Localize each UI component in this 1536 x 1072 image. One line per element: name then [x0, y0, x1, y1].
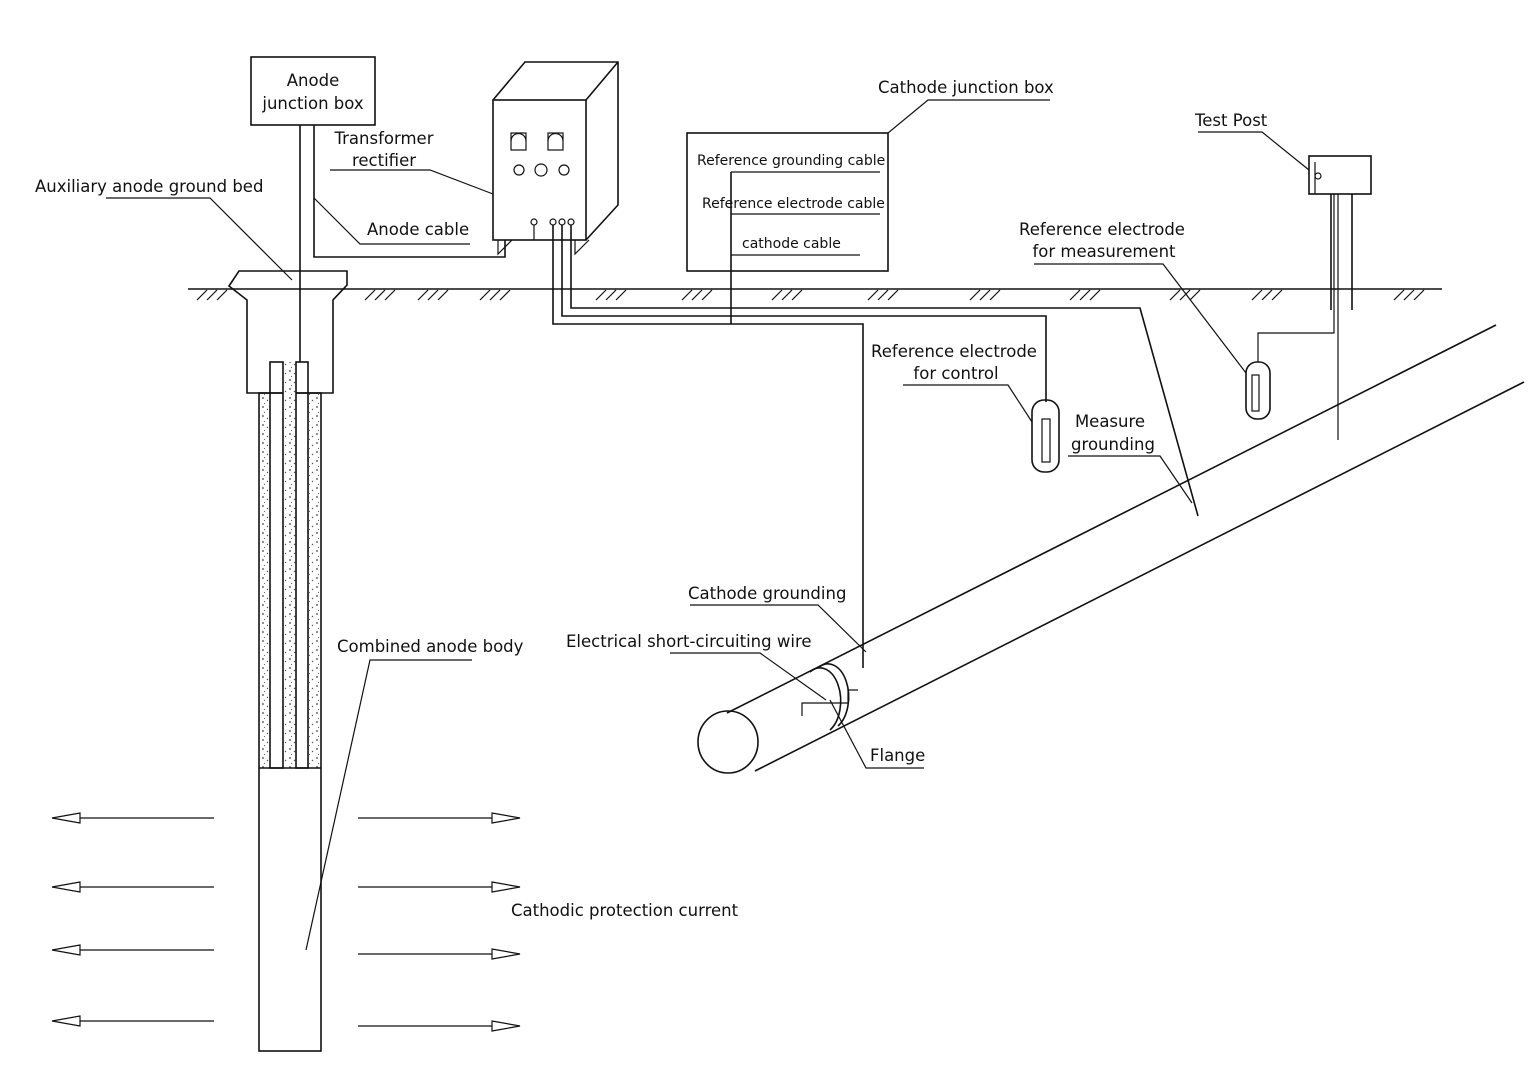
gravel-backfill-left: [260, 394, 270, 768]
arrow-left-icon: [51, 944, 81, 956]
flange-ring: [817, 663, 850, 727]
flange-callout: Flange: [829, 699, 925, 769]
arrow-left-icon: [51, 1015, 81, 1027]
arrow-right-icon: [491, 1020, 521, 1032]
reference-electrode-control-label-line2: for control: [913, 364, 998, 383]
gravel-backfill-right: [308, 394, 320, 768]
knob-icon: [534, 163, 548, 177]
arrow-left-icon: [51, 812, 81, 824]
transformer-rectifier-label-line2: rectifier: [352, 151, 416, 170]
rectifier-output-cables: [552, 172, 1199, 668]
reference-electrode-control-callout: Reference electrode for control: [871, 342, 1037, 423]
anode-junction-box: Anode junction box: [250, 56, 376, 126]
anode-junction-box-label-line2: junction box: [261, 94, 363, 113]
measure-grounding-callout: Measure grounding: [1068, 412, 1193, 504]
knob-icon: [513, 164, 525, 176]
anode-junction-box-label-line1: Anode: [287, 71, 339, 90]
arrow-right-icon: [491, 812, 521, 824]
short-circuiting-wire: [801, 689, 858, 716]
cathodic-protection-current-label: Cathodic protection current: [511, 901, 739, 920]
reference-electrode-cable-label: Reference electrode cable: [702, 196, 885, 212]
combined-anode-body-callout: Combined anode body: [305, 637, 524, 951]
cathode-junction-box-callout: Cathode junction box: [878, 78, 1054, 134]
knob-icon: [558, 164, 570, 176]
terminal-icon: [530, 218, 538, 226]
current-arrows-left: [51, 812, 214, 1027]
cathode-grounding-label: Cathode grounding: [688, 584, 846, 603]
transformer-rectifier-callout: Transformer rectifier: [330, 129, 494, 195]
measure-grounding-label-line1: Measure: [1075, 412, 1145, 431]
test-post-callout: Test Post: [1194, 111, 1310, 171]
reference-grounding-cable-label: Reference grounding cable: [697, 153, 885, 169]
ground-surface: [188, 288, 1442, 301]
measure-grounding-label-line2: grounding: [1071, 435, 1155, 454]
anode-cable: [299, 125, 506, 362]
cathode-junction-box: Reference grounding cable Reference elec…: [686, 132, 889, 272]
terminal-icon: [558, 218, 566, 226]
reference-electrode-measurement: [1245, 361, 1271, 420]
gravel-backfill-center: [283, 362, 296, 768]
test-post: [1257, 155, 1372, 440]
reference-electrode-control: [1031, 399, 1060, 473]
pipeline: [697, 324, 1525, 774]
transformer-rectifier-cabinet: [492, 61, 619, 256]
ground-hatch-marks: [196, 289, 1425, 301]
anode-cable-callout: Anode cable: [313, 197, 470, 245]
test-post-terminal-icon: [1314, 172, 1322, 180]
auxiliary-anode-ground-bed: [227, 270, 348, 1052]
terminal-icon: [567, 218, 575, 226]
reference-electrode-control-label-line1: Reference electrode: [871, 342, 1037, 361]
current-arrows-right: [358, 812, 521, 1032]
arrow-right-icon: [491, 881, 521, 893]
auxiliary-anode-ground-bed-callout: Auxiliary anode ground bed: [35, 177, 293, 281]
cathode-grounding-callout: Cathode grounding: [688, 584, 867, 653]
test-post-label: Test Post: [1194, 111, 1268, 130]
reference-electrode-measurement-callout: Reference electrode for measurement: [1019, 220, 1247, 374]
terminal-icon: [549, 218, 557, 226]
short-circuiting-wire-callout: Electrical short-circuiting wire: [566, 632, 827, 701]
vent-pipe-left: [269, 361, 284, 769]
vent-pipe-right: [295, 361, 309, 769]
anode-cable-label: Anode cable: [367, 220, 469, 239]
short-circuiting-wire-label: Electrical short-circuiting wire: [566, 632, 812, 651]
combined-anode-body-label: Combined anode body: [337, 637, 524, 656]
cathode-junction-box-label: Cathode junction box: [878, 78, 1054, 97]
flange-label: Flange: [870, 746, 925, 765]
pipe-end-section: [697, 710, 759, 774]
arrow-right-icon: [491, 948, 521, 960]
cathode-cable-label: cathode cable: [742, 236, 841, 252]
transformer-rectifier-label-line1: Transformer: [333, 129, 433, 148]
arrow-left-icon: [51, 881, 81, 893]
reference-electrode-measurement-label-line1: Reference electrode: [1019, 220, 1185, 239]
reference-electrode-measurement-label-line2: for measurement: [1032, 242, 1176, 261]
auxiliary-anode-ground-bed-label: Auxiliary anode ground bed: [35, 177, 263, 196]
